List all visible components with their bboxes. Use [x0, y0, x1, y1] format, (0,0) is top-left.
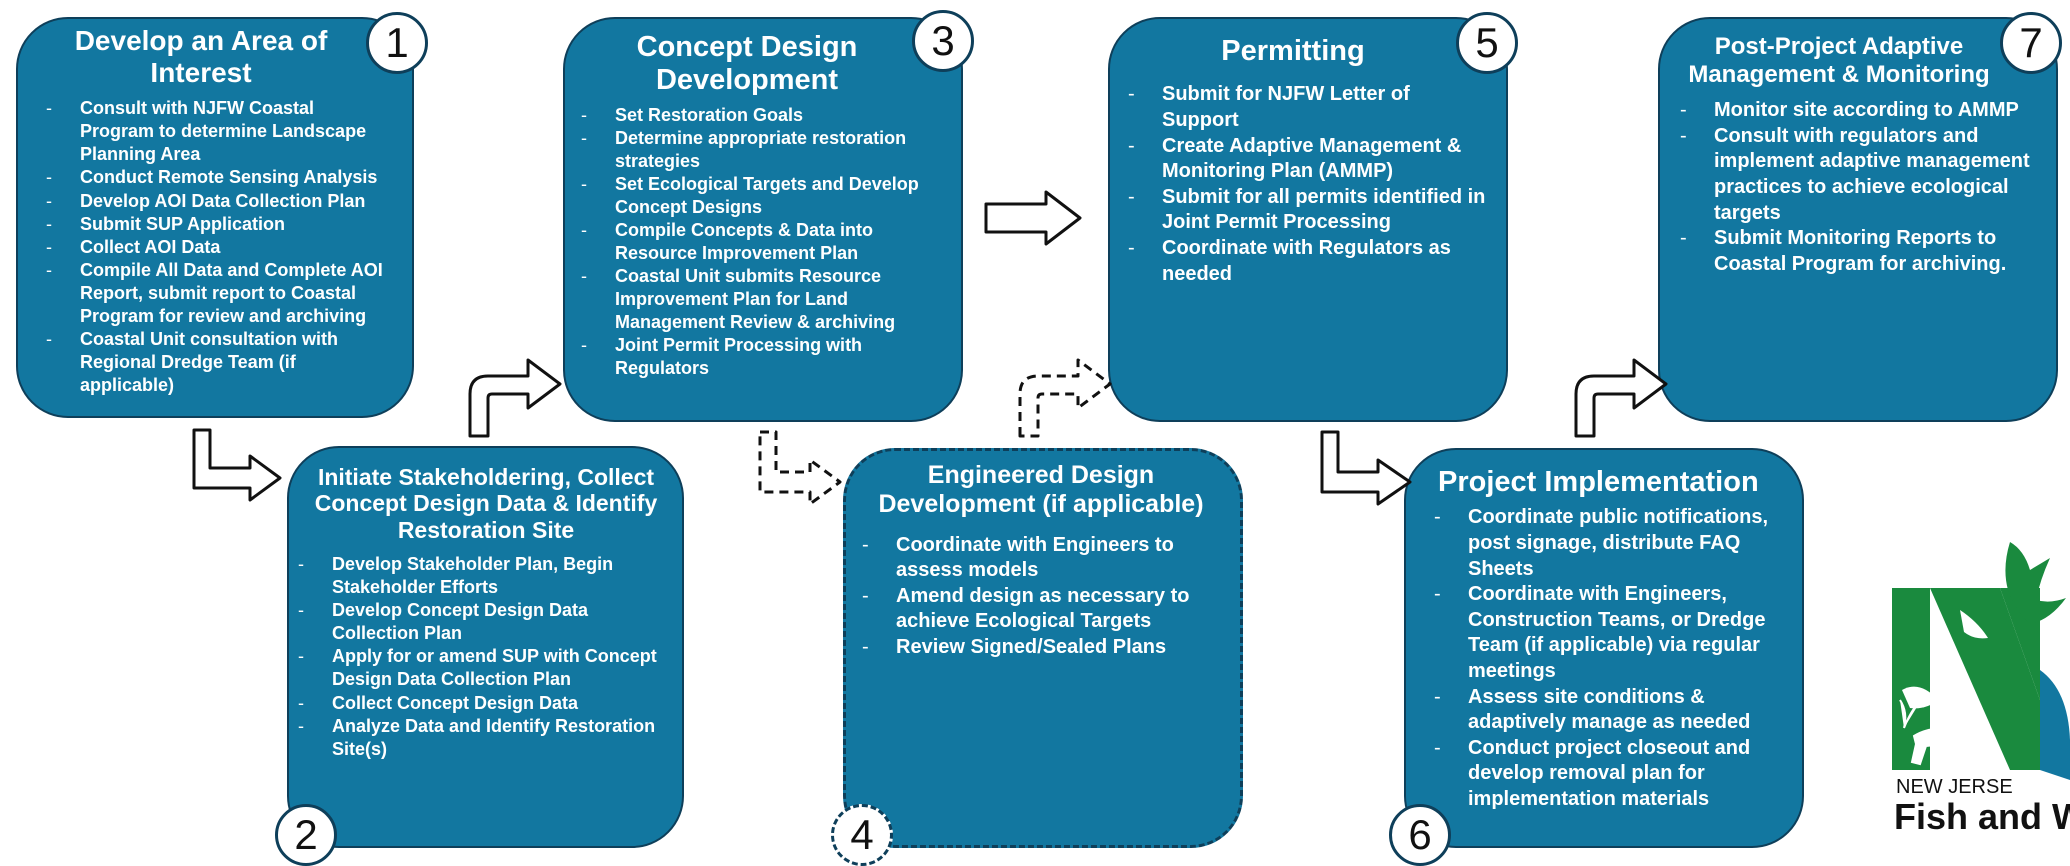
- arrow-6-to-7: [1574, 358, 1668, 438]
- list-item: Conduct project closeout and develop rem…: [1434, 736, 1796, 813]
- step-5-number: 5: [1456, 12, 1518, 74]
- list-item: Submit for NJFW Letter of Support: [1128, 82, 1488, 133]
- step-4-number: 4: [831, 804, 893, 866]
- list-item: Analyze Data and Identify Restoration Si…: [298, 715, 676, 761]
- list-item: Assess site conditions & adaptively mana…: [1434, 685, 1796, 736]
- list-item: Collect AOI Data: [46, 236, 392, 259]
- step-7-list: Monitor site according to AMMP Consult w…: [1680, 98, 2048, 277]
- step-6-list: Coordinate public notifications, post si…: [1434, 505, 1796, 813]
- list-item: Submit Monitoring Reports to Coastal Pro…: [1680, 226, 2048, 277]
- list-item: Collect Concept Design Data: [298, 692, 676, 715]
- step-1-list: Consult with NJFW Coastal Program to det…: [46, 97, 392, 397]
- list-item: Submit SUP Application: [46, 213, 392, 236]
- list-item: Conduct Remote Sensing Analysis: [46, 166, 392, 189]
- list-item: Coastal Unit submits Resource Improvemen…: [581, 265, 943, 334]
- list-item: Coordinate with Regulators as needed: [1128, 236, 1488, 287]
- list-item: Set Ecological Targets and Develop Conce…: [581, 173, 943, 219]
- step-3-number: 3: [912, 10, 974, 72]
- list-item: Coordinate with Engineers, Construction …: [1434, 582, 1796, 684]
- step-1-box: Develop an Area of Interest Consult with…: [16, 17, 414, 418]
- step-6-number: 6: [1389, 804, 1451, 866]
- step-3-title: Concept Design Development: [636, 31, 858, 97]
- list-item: Develop Stakeholder Plan, Begin Stakehol…: [298, 553, 676, 599]
- step-4-title: Engineered Design Development (if applic…: [878, 461, 1204, 518]
- step-2-title: Initiate Stakeholdering, Collect Concept…: [314, 464, 658, 543]
- list-item: Set Restoration Goals: [581, 104, 943, 127]
- step-5-title: Permitting: [1221, 35, 1365, 67]
- step-1-title: Develop an Area of Interest: [74, 25, 328, 89]
- list-item: Amend design as necessary to achieve Eco…: [862, 584, 1220, 635]
- list-item: Compile Concepts & Data into Resource Im…: [581, 219, 943, 265]
- list-item: Develop AOI Data Collection Plan: [46, 190, 392, 213]
- step-2-number: 2: [275, 804, 337, 866]
- list-item: Joint Permit Processing with Regulators: [581, 334, 943, 380]
- step-1-number: 1: [366, 12, 428, 74]
- logo-text-line1: NEW JERSE: [1896, 776, 2013, 798]
- step-6-box: Project Implementation Coordinate public…: [1404, 448, 1804, 848]
- list-item: Submit for all permits identified in Joi…: [1128, 185, 1488, 236]
- list-item: Consult with NJFW Coastal Program to det…: [46, 97, 392, 166]
- step-3-list: Set Restoration Goals Determine appropri…: [581, 104, 943, 380]
- arrow-3-to-5: [984, 190, 1082, 246]
- arrow-2-to-3: [468, 358, 562, 438]
- list-item: Determine appropriate restoration strate…: [581, 127, 943, 173]
- step-3-box: Concept Design Development Set Restorati…: [563, 17, 963, 422]
- step-6-title: Project Implementation: [1438, 466, 1759, 498]
- step-2-list: Develop Stakeholder Plan, Begin Stakehol…: [298, 553, 676, 761]
- list-item: Coastal Unit consultation with Regional …: [46, 328, 392, 397]
- step-7-title: Post-Project Adaptive Management & Monit…: [1688, 33, 1990, 88]
- step-4-box: Engineered Design Development (if applic…: [843, 448, 1243, 848]
- step-5-box: Permitting Submit for NJFW Letter of Sup…: [1108, 17, 1508, 422]
- list-item: Coordinate with Engineers to assess mode…: [862, 533, 1220, 584]
- arrow-5-to-6: [1320, 430, 1412, 506]
- njfw-logo-icon: [1892, 542, 2070, 780]
- list-item: Coordinate public notifications, post si…: [1434, 505, 1796, 582]
- arrow-1-to-2: [192, 428, 282, 502]
- arrow-3-to-4-dashed: [758, 430, 842, 506]
- list-item: Monitor site according to AMMP: [1680, 98, 2048, 124]
- list-item: Review Signed/Sealed Plans: [862, 635, 1220, 661]
- list-item: Compile All Data and Complete AOI Report…: [46, 259, 392, 328]
- step-7-box: Post-Project Adaptive Management & Monit…: [1658, 17, 2058, 422]
- arrow-4-to-5-dashed: [1018, 358, 1112, 438]
- step-7-number: 7: [2000, 12, 2062, 74]
- step-5-list: Submit for NJFW Letter of Support Create…: [1128, 82, 1488, 287]
- list-item: Create Adaptive Management & Monitoring …: [1128, 134, 1488, 185]
- logo-text-line2: Fish and W: [1894, 796, 2070, 837]
- step-2-box: Initiate Stakeholdering, Collect Concept…: [287, 446, 684, 848]
- step-4-list: Coordinate with Engineers to assess mode…: [862, 533, 1220, 661]
- list-item: Apply for or amend SUP with Concept Desi…: [298, 645, 676, 691]
- list-item: Consult with regulators and implement ad…: [1680, 124, 2048, 226]
- list-item: Develop Concept Design Data Collection P…: [298, 599, 676, 645]
